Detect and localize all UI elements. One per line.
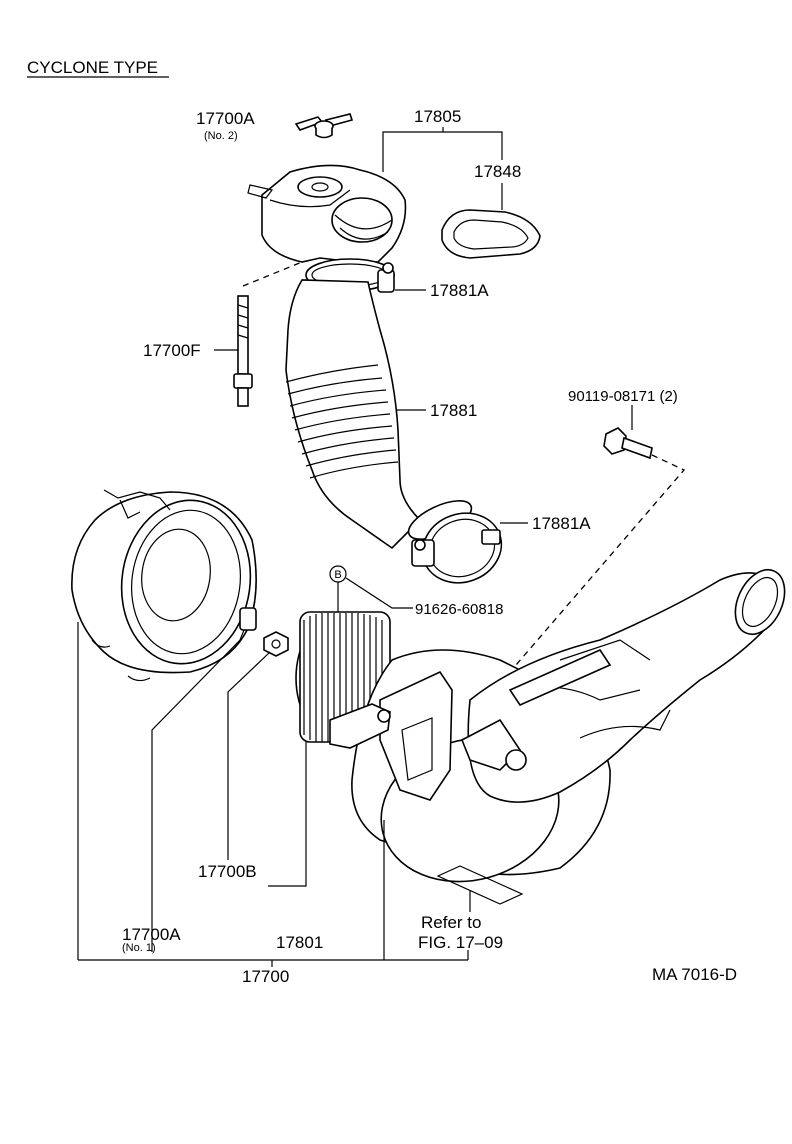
hose-clamp-bottom-icon xyxy=(411,512,503,584)
label-refer-line2: FIG. 17–09 xyxy=(418,933,503,952)
nut-icon xyxy=(263,631,289,657)
air-cleaner-cover-icon xyxy=(71,489,257,682)
label-17801: 17801 xyxy=(276,933,323,952)
diagram-title: CYCLONE TYPE xyxy=(27,58,158,77)
stud-bolt-icon xyxy=(233,295,253,407)
label-refer-line1: Refer to xyxy=(421,913,481,932)
refer-plate-icon xyxy=(436,865,524,905)
label-90119: 90119-08171 (2) xyxy=(568,388,678,405)
intake-duct-icon xyxy=(460,569,786,803)
gasket-icon xyxy=(441,209,541,259)
figure-code: MA 7016-D xyxy=(652,965,737,984)
leader-17801 xyxy=(268,742,307,887)
label-91626: 91626-60818 xyxy=(415,601,503,618)
leader-17700B xyxy=(227,651,271,860)
label-17881: 17881 xyxy=(430,401,477,420)
label-17700F: 17700F xyxy=(143,341,201,360)
wing-nut-icon xyxy=(294,113,354,139)
label-17700A-no2: 17700A xyxy=(196,109,255,128)
label-17881A-mid: 17881A xyxy=(532,514,591,533)
bolt-icon xyxy=(603,427,653,460)
label-17881A-top: 17881A xyxy=(430,281,489,300)
label-17700A-no1-sub: (No. 1) xyxy=(122,942,156,954)
leader-91626 xyxy=(345,577,413,609)
air-intake-cap-icon xyxy=(247,164,407,263)
label-17700B: 17700B xyxy=(198,862,257,881)
flexible-hose-icon xyxy=(285,279,473,550)
label-17700A-no1: 17700A xyxy=(122,925,181,944)
marker-b-label: B xyxy=(334,569,341,581)
label-17700: 17700 xyxy=(242,967,289,986)
cover-clip-icon xyxy=(239,607,257,641)
label-17805: 17805 xyxy=(414,107,461,126)
label-17700A-no2-sub: (No. 2) xyxy=(204,130,238,142)
leader-17700A-no1 xyxy=(151,635,245,952)
label-17848: 17848 xyxy=(474,162,521,181)
